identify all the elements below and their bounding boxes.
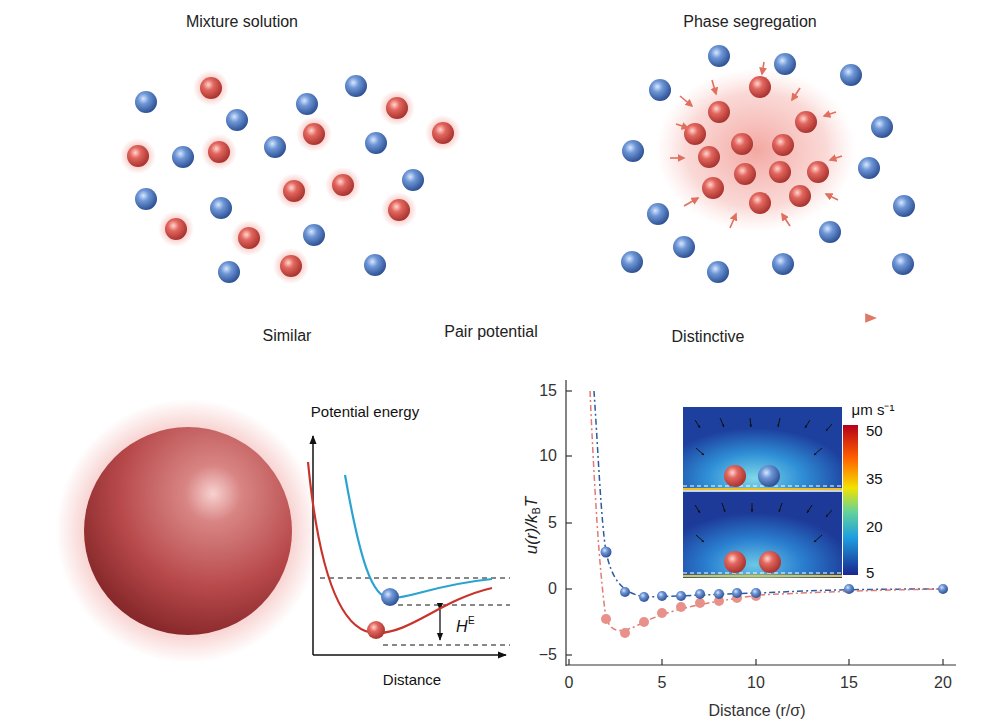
tick-label: 15 (840, 674, 858, 692)
segregation-particles (621, 45, 915, 283)
tick-label: 10 (747, 674, 765, 692)
panel-title: Mixture solution (186, 13, 298, 31)
axis-title-part: u(r)/k (523, 514, 542, 554)
mixture-particles (120, 70, 461, 284)
colloid-sphere (56, 399, 320, 663)
tick-label: 10 (539, 447, 557, 465)
scale-label: Similar (263, 327, 312, 345)
potential-sketch (308, 436, 510, 655)
scale-label: Distinctive (672, 328, 745, 346)
panel-title: Phase segregation (683, 13, 816, 31)
tick-label: 0 (565, 674, 574, 692)
y-axis-title: u(r)/kBT (524, 496, 543, 553)
axis-title-part: T (523, 496, 542, 506)
colorbar-tick: 35 (866, 471, 883, 488)
tick-label: −5 (539, 646, 557, 664)
colorbar-unit: μm s⁻¹ (852, 402, 895, 419)
symbol-label: H (456, 618, 468, 636)
scale-label: Pair potential (444, 323, 537, 341)
tick-label: 15 (539, 382, 557, 400)
subscript: B (531, 507, 543, 514)
symbol-sup: E (468, 615, 475, 626)
axis-title: Distance (383, 672, 441, 689)
axis-title: Potential energy (311, 404, 419, 421)
tick-label: 0 (548, 580, 557, 598)
colorbar-tick: 20 (866, 519, 883, 536)
tick-label: 5 (658, 674, 667, 692)
flow-field-inset (683, 407, 858, 578)
trend-arrow (140, 317, 876, 320)
axis-title: Distance (r/σ) (709, 702, 806, 720)
tick-label: 5 (548, 514, 557, 532)
colorbar-tick: 50 (866, 423, 883, 440)
pair-potential-chart (566, 380, 956, 666)
tick-label: 20 (934, 674, 952, 692)
colorbar-tick: 5 (866, 565, 874, 582)
